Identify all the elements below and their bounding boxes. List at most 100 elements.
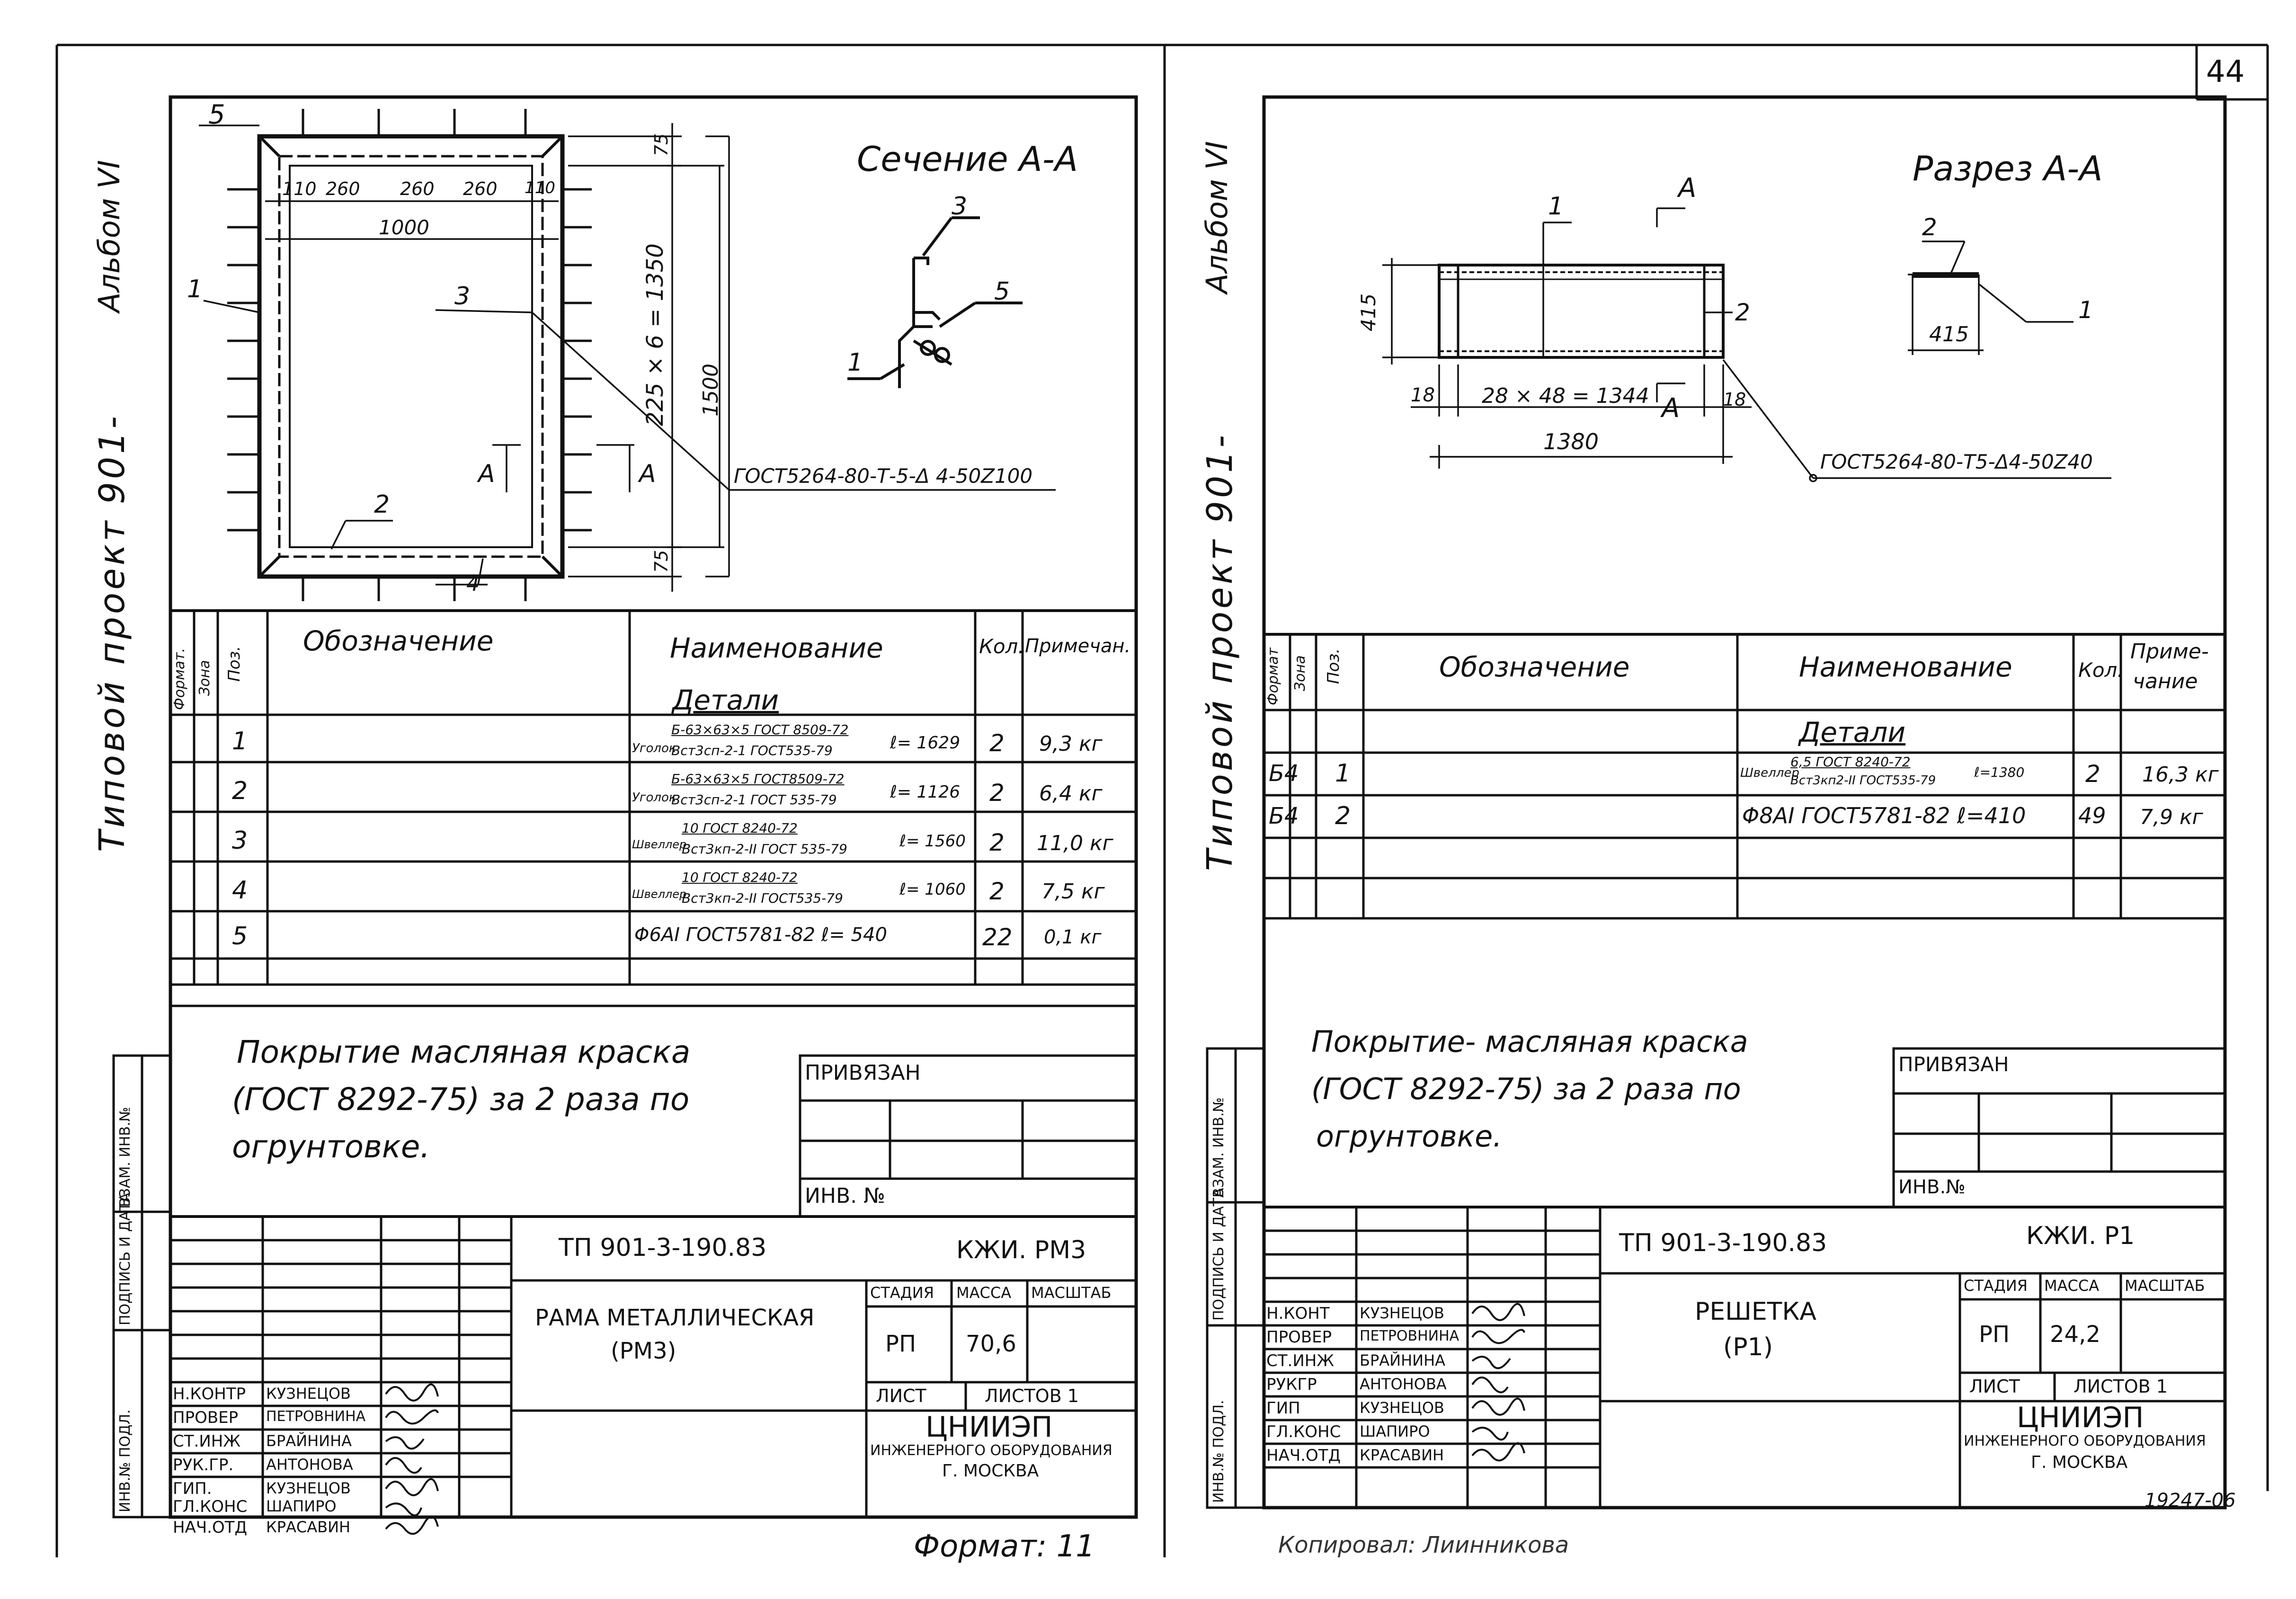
row-name-top: 6,5 ГОСТ 8240-72 — [1790, 754, 1911, 770]
r-sec-pos-2: 2 — [1922, 213, 1937, 241]
left-coating-3: огрунтовке. — [232, 1128, 430, 1165]
sign-role: НАЧ.ОТД — [173, 1518, 248, 1537]
footer-format: Формат: 11 — [914, 1529, 1095, 1564]
sign-role: Н.КОНТР — [173, 1385, 246, 1404]
row-len: ℓ= 1060 — [899, 880, 966, 899]
row-qty: 2 — [989, 729, 1005, 757]
r-dim-1344: 28 × 48 = 1344 — [1482, 384, 1649, 408]
left-org-2: ИНЖЕНЕРНОГО ОБОРУДОВАНИЯ — [870, 1442, 1112, 1459]
right-h-stage: СТАДИЯ — [1964, 1277, 2028, 1295]
right-stamp-title-2: (Р1) — [1723, 1333, 1773, 1361]
archive-number: 19247-06 — [2145, 1490, 2236, 1511]
dim-260c: 260 — [463, 178, 498, 199]
left-inv-label: ИНВ. № — [805, 1184, 885, 1208]
right-org-2: ИНЖЕНЕРНОГО ОБОРУДОВАНИЯ — [1964, 1433, 2206, 1449]
right-coating-2: (ГОСТ 8292-75) за 2 раза по — [1311, 1072, 1741, 1106]
cut-a-right: А — [639, 460, 656, 488]
footer-copied: Копировал: Лиинникова — [1278, 1532, 1569, 1558]
left-bound-label: ПРИВЯЗАН — [805, 1061, 921, 1085]
row-name-top: Б-63×63×5 ГОСТ8509-72 — [671, 771, 845, 787]
sign-role: ГЛ.КОНС — [1266, 1422, 1341, 1441]
left-stamp-title-1: РАМА МЕТАЛЛИЧЕСКАЯ — [535, 1305, 815, 1331]
row-note: 11,0 кг — [1037, 831, 1113, 855]
sign-role: Н.КОНТ — [1266, 1304, 1330, 1323]
right-sheets: ЛИСТОВ 1 — [2074, 1376, 2168, 1397]
dim-260a: 260 — [326, 178, 360, 199]
row-len: ℓ= 1126 — [890, 782, 961, 802]
left-details-label: Детали — [672, 684, 779, 716]
row-name-top: Б-63×63×5 ГОСТ 8509-72 — [671, 722, 849, 737]
row-note: 16,3 кг — [2142, 763, 2219, 787]
pos-3-label: 3 — [454, 282, 471, 311]
row-name-bot: Вст3сп-2-1 ГОСТ 535-79 — [671, 792, 837, 808]
row-prefix: Швеллер — [632, 838, 687, 851]
page-number: 44 — [2206, 54, 2245, 89]
row-len: ℓ= 1629 — [890, 733, 961, 753]
left-h-stage: СТАДИЯ — [870, 1284, 934, 1302]
right-sheet: ЛИСТ — [1969, 1376, 2020, 1397]
right-bound-label: ПРИВЯЗАН — [1898, 1053, 2009, 1076]
pos-1-label: 1 — [187, 275, 203, 303]
left-h-scale: МАСШТАБ — [1031, 1284, 1112, 1302]
left-stage: РП — [885, 1331, 917, 1357]
sign-role: ПРОВЕР — [173, 1408, 239, 1427]
left-coating-2: (ГОСТ 8292-75) за 2 раза по — [232, 1081, 690, 1118]
row-qty: 2 — [989, 779, 1005, 807]
left-org-3: Г. МОСКВА — [942, 1461, 1039, 1481]
left-org-1: ЦНИИЭП — [926, 1411, 1053, 1444]
row-prefix: Уголок — [632, 741, 676, 755]
row-prefix: Швеллер — [1740, 766, 1799, 780]
row-pos: 4 — [232, 876, 248, 905]
row-len: Φ6АI ГОСТ5781-82 ℓ= 540 — [634, 924, 887, 946]
row-pos: 2 — [1335, 802, 1351, 830]
left-h-mass: МАССА — [956, 1284, 1012, 1302]
sec-pos-3: 3 — [952, 192, 968, 221]
right-coating-3: огрунтовке. — [1316, 1119, 1502, 1154]
sign-name: КРАСАВИН — [1360, 1446, 1444, 1464]
r-cut-a2: А — [1662, 393, 1680, 424]
left-stamp-title-2: (РМ3) — [611, 1338, 676, 1364]
row-note: 7,5 кг — [1041, 879, 1105, 904]
sign-name: ШАПИРО — [1360, 1422, 1430, 1440]
pos-4-label: 4 — [466, 572, 480, 596]
row-name-top: 10 ГОСТ 8240-72 — [682, 820, 798, 836]
rth-note-2: чание — [2133, 669, 2198, 693]
r-dim-18b: 18 — [1723, 389, 1746, 410]
left-coating-1: Покрытие масляная краска — [237, 1034, 691, 1070]
cut-a-left: А — [478, 460, 495, 488]
row-qty: 22 — [982, 924, 1013, 951]
row-pos: 5 — [232, 922, 248, 951]
th-qty: Кол. — [979, 635, 1024, 658]
right-org-3: Г. МОСКВА — [2031, 1453, 2128, 1472]
r-sec-pos-1: 1 — [2078, 296, 2093, 324]
sign-name: КРАСАВИН — [266, 1518, 351, 1536]
sign-role: РУКГР — [1266, 1375, 1317, 1394]
left-mass: 70,6 — [966, 1331, 1016, 1357]
sign-name: ШАПИРО — [266, 1497, 337, 1515]
sign-name: КУЗНЕЦОВ — [266, 1479, 351, 1497]
row-prefix: Швеллер — [632, 888, 687, 901]
sign-role: ГЛ.КОНС — [173, 1497, 248, 1516]
sign-role: НАЧ.ОТД — [1266, 1446, 1341, 1465]
row-len: ℓ=1380 — [1974, 764, 2025, 780]
weld-note-right: ГОСТ5264-80-Т5-Δ4-50Z40 — [1820, 450, 2093, 473]
right-h-mass: МАССА — [2044, 1277, 2100, 1295]
rth-qty: Кол. — [2078, 658, 2124, 682]
right-inv-label: ИНВ.№ — [1898, 1176, 1966, 1198]
row-name-bot: Вст3кп2-II ГОСТ535-79 — [1790, 773, 1936, 788]
right-coating-1: Покрытие- масляная краска — [1311, 1024, 1748, 1059]
right-stamp-title-1: РЕШЕТКА — [1695, 1297, 1816, 1326]
sign-name: КУЗНЕЦОВ — [1360, 1304, 1444, 1322]
sign-name: ПЕТРОВНИНА — [1360, 1328, 1459, 1344]
r-pos-1: 1 — [1548, 192, 1564, 221]
dim-110a: 110 — [282, 178, 317, 199]
pos-2-label: 2 — [374, 490, 390, 519]
right-mass: 24,2 — [2050, 1321, 2100, 1348]
sign-role: СТ.ИНЖ — [1266, 1351, 1334, 1370]
left-section-title: Сечение А-А — [857, 139, 1078, 179]
row-format: Б4 — [1269, 803, 1299, 829]
th-note: Примечан. — [1025, 635, 1131, 657]
row-pos: 1 — [232, 727, 248, 755]
